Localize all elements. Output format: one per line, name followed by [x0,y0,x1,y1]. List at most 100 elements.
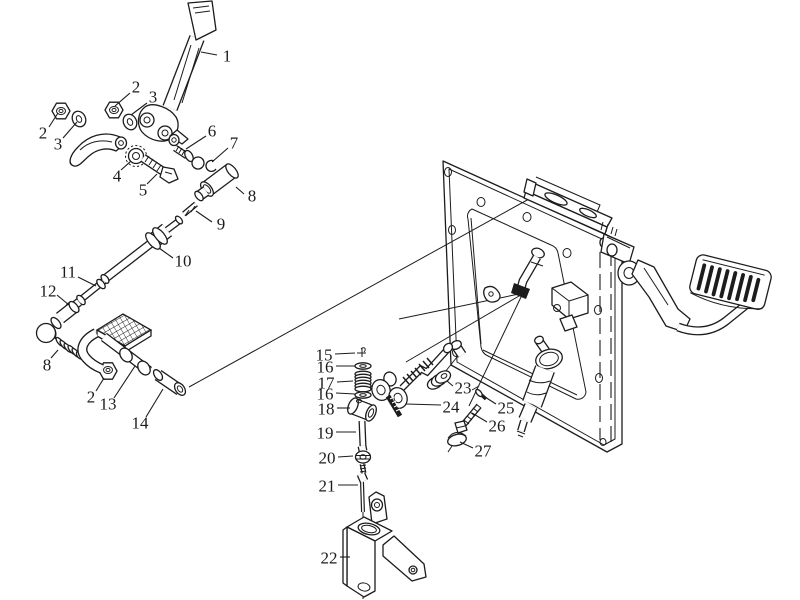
part-5-bolt [140,154,179,184]
callout-label-16: 16 [317,358,334,377]
callout-label-22: 22 [321,549,338,568]
sensor-cylinder [516,335,563,438]
callout-leader-23 [446,380,454,387]
cable-assembly [342,347,427,599]
callout-label-12: 12 [40,282,57,301]
throttle-lever-assembly [371,342,488,453]
callout-label-19: 19 [317,424,334,443]
callout-label-2: 2 [39,124,48,143]
callout-label-26: 26 [489,417,506,436]
part-16-washer-lower [354,391,372,399]
callout-leader-3 [130,102,148,116]
part-14-rod [152,369,187,396]
part-7-ball [191,156,205,170]
part-13-link [77,328,153,376]
mount-tab [483,285,501,303]
hook-arm [69,133,127,167]
callout-label-8: 8 [43,356,52,375]
callout-label-2: 2 [87,388,96,407]
callout-leader-4 [120,160,132,171]
pedal-lever-assembly [51,0,239,217]
plate-recess-shadow [470,217,578,396]
callout-label-4: 4 [113,167,122,186]
part-4-star-washer [125,145,147,167]
callout-leader-11 [77,276,97,287]
part-10-rod [100,215,184,284]
part-11-rod [71,278,107,310]
callout-leader-10 [158,247,174,259]
plate-recess-cutout [467,208,587,400]
callout-label-23: 23 [455,379,472,398]
callout-label-5: 5 [139,181,148,200]
callout-label-18: 18 [318,400,335,419]
part-23-grommet [426,370,452,390]
part-20-ball-joint [354,450,372,464]
lever-eye-1 [371,379,391,401]
plate-inner-border [448,168,616,446]
part-15-pin [357,347,366,357]
callout-label-11: 11 [60,263,76,282]
callout-leader-15 [334,352,356,355]
pedal-arm [631,259,691,333]
callout-leader-2 [114,92,131,107]
alignment-line-bracket-c [468,296,522,407]
callout-label-1: 1 [223,47,232,66]
return-spring-coil [402,357,434,385]
accelerator-pedal [600,233,772,336]
callout-leader-8 [235,186,245,195]
callout-leader-13 [113,365,136,399]
pedal-pad [689,254,772,311]
callout-label-27: 27 [475,442,493,461]
valve-stud [444,340,467,373]
callout-leader-26 [471,412,488,423]
mounting-plate [442,160,623,453]
callout-leader-6 [185,135,207,150]
callout-label-25: 25 [498,399,515,418]
callout-leader-8 [50,349,59,359]
part-18-roller [347,397,377,422]
part-19-rod [357,420,368,452]
callout-leader-5 [146,173,158,185]
callout-leader-25 [484,396,497,405]
part-7-clip [205,159,217,173]
callout-label-10: 10 [175,252,192,271]
part-17-spring [354,370,372,393]
callout-leader-2 [48,112,59,128]
callout-label-17: 17 [318,374,336,393]
push-rod-assembly [35,215,187,396]
callout-leader-12 [56,294,70,306]
lever-stop-bracket [511,247,545,299]
part-22-bracket [342,491,427,598]
part-9-link-rod [182,201,198,217]
plate-bolt-holes [444,167,607,446]
callout-leader-24 [405,403,442,406]
callout-label-16: 16 [317,385,334,404]
callout-leader-20 [337,455,354,458]
callout-label-13: 13 [100,395,117,414]
callout-leader-3 [62,121,78,139]
callout-leader-16 [335,392,356,395]
callout-label-2: 2 [132,78,141,97]
callout-label-9: 9 [217,215,226,234]
callout-leader-1 [200,51,218,56]
part-26-screw [454,403,482,434]
callout-label-20: 20 [319,449,336,468]
alignment-line-bracket-b [405,295,520,363]
part-25-adjuster [471,385,488,401]
part-2-nut-top [104,101,124,119]
alignment-line-left-assembly [188,198,530,388]
callout-label-21: 21 [319,477,336,496]
callout-leader-14 [145,388,164,418]
callout-label-3: 3 [54,135,63,154]
callout-leader-17 [336,380,354,383]
part-3-washer-left [71,110,87,128]
callout-leader-2 [95,377,105,392]
callout-label-15: 15 [316,346,333,365]
part-3-washer-right [122,113,138,131]
part-27-cap [447,432,467,453]
callout-label-8: 8 [248,187,257,206]
part-16-washer-upper [354,362,372,370]
